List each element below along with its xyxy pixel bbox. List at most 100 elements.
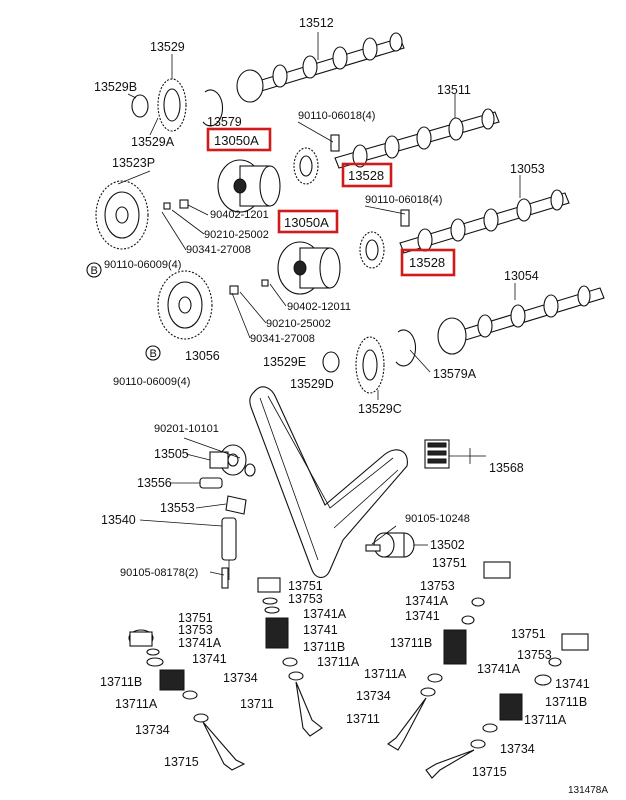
label-13529c: 13529C [358,402,402,416]
label-c-13751: 13751 [288,579,323,593]
highlight-13050a-2 [277,209,339,234]
label-c-13734: 13734 [223,671,258,685]
label-rr-13711b: 13711B [545,695,587,709]
label-13050a-2[interactable]: 13050A [284,215,329,230]
label-rr-13751: 13751 [511,627,546,641]
gear-13529c[interactable] [355,336,385,400]
label-13528-2[interactable]: 13528 [409,255,445,270]
camshaft-13054[interactable] [437,283,605,355]
bolt-90105-10248[interactable] [365,544,381,552]
label-90105-10248: 90105-10248 [405,513,470,525]
snap-ring-13579[interactable] [202,89,224,127]
leader-lines [117,93,431,576]
label-13528-1[interactable]: 13528 [348,168,384,183]
camshaft-13053[interactable] [399,175,570,254]
label-l-13734: 13734 [135,723,170,737]
bolt-90402-12011[interactable] [229,279,269,295]
label-r-13741: 13741 [405,609,440,623]
gear-13529[interactable] [157,54,187,132]
bearing-13528-2[interactable] [359,231,385,269]
label-13553: 13553 [160,501,195,515]
label-90110-06009-1: 90110-06009(4) [104,259,181,271]
label-l-13751: 13751 [178,611,213,625]
label-r-13741a: 13741A [405,594,449,608]
highlight-13528-2 [400,248,456,277]
label-r-13734: 13734 [356,689,391,703]
label-13529e: 13529E [263,355,306,369]
label-90110-06018-2: 90110-06018(4) [365,194,442,206]
shim-kit-13568[interactable] [424,439,486,469]
label-l-13711a: 13711A [115,697,158,711]
label-rr-13711a: 13711A [524,713,567,727]
label-90402-12011: 90402-12011 [287,301,351,313]
label-rr-13741: 13741 [555,677,590,691]
label-13556: 13556 [137,476,172,490]
label-c-13711a: 13711A [317,655,360,669]
label-13568: 13568 [489,461,524,475]
marker-b-2-text: B [150,348,157,360]
highlight-13050a-1 [206,127,272,152]
label-13054: 13054 [504,269,539,283]
idler-pulley-13505[interactable] [209,444,247,476]
bracket-13553[interactable] [225,495,247,515]
label-c-13741: 13741 [303,623,338,637]
label-c-13741a: 13741A [303,607,347,621]
label-13050a-1[interactable]: 13050A [214,133,259,148]
bolt-13556[interactable] [199,477,223,489]
bolt-90402-1201[interactable] [163,199,189,210]
valve-stack-center-right[interactable] [387,561,511,751]
label-13529d: 13529D [290,377,334,391]
label-rr-13741a: 13741A [477,662,521,676]
label-r-13711b: 13711B [390,636,432,650]
label-l-13741: 13741 [192,652,227,666]
label-c-13711: 13711 [240,697,274,711]
vvt-actuator-13050a-1[interactable] [217,159,281,213]
label-c-13753: 13753 [288,592,323,606]
bolt-90201-10101[interactable] [244,463,256,477]
label-13053: 13053 [510,162,545,176]
label-13512: 13512 [299,16,334,30]
label-13511: 13511 [437,83,471,97]
label-90341-27008-1: 90341-27008 [186,244,251,256]
diagram-id: 131478A [568,785,608,796]
label-90110-06018-1: 90110-06018(4) [298,110,375,122]
label-r-13711a: 13711A [364,667,407,681]
label-13523p: 13523P [112,156,155,170]
vvt-actuator-13050a-2[interactable] [277,241,341,295]
marker-b-2: B [145,345,161,361]
valve-stack-right[interactable] [425,633,589,779]
snap-ring-13529e[interactable] [322,351,340,373]
label-90402-1201: 90402-1201 [210,209,269,221]
label-r-13753: 13753 [420,579,455,593]
bolt-90105-08178[interactable] [221,567,229,589]
camshaft-13511[interactable] [334,94,500,169]
timing-belt[interactable] [249,386,408,579]
tensioner-13540[interactable] [221,517,237,580]
highlight-13528-1 [341,162,393,188]
camshaft-timing-pulley-13056[interactable] [157,270,213,340]
label-13529b: 13529B [94,80,137,94]
camshaft-timing-pulley-13523p[interactable] [95,180,149,250]
marker-b-1: B [86,262,102,278]
bearing-13528-1[interactable] [293,147,319,185]
snap-ring-13579a[interactable] [395,329,417,367]
label-90201-10101: 90201-10101 [154,423,219,435]
bolt-90110-06018-1[interactable] [330,134,340,152]
label-rr-13734: 13734 [500,742,535,756]
label-13579: 13579 [207,115,242,129]
label-13579a: 13579A [433,367,477,381]
label-r-13711: 13711 [346,712,380,726]
label-l-13753: 13753 [178,623,213,637]
valve-stack-center-left[interactable] [257,577,323,737]
label-r-13751: 13751 [432,556,467,570]
label-l-13711b: 13711B [100,675,142,689]
label-13529a: 13529A [131,135,175,149]
snap-ring-13529b[interactable] [131,94,149,118]
bolt-90110-06018-2[interactable] [400,209,410,227]
marker-b-1-text: B [91,265,98,277]
label-90210-25002-2: 90210-25002 [266,318,331,330]
valve-stack-left[interactable] [128,629,246,771]
label-90105-08178: 90105-08178(2) [120,567,198,579]
camshaft-13512[interactable] [236,32,405,103]
